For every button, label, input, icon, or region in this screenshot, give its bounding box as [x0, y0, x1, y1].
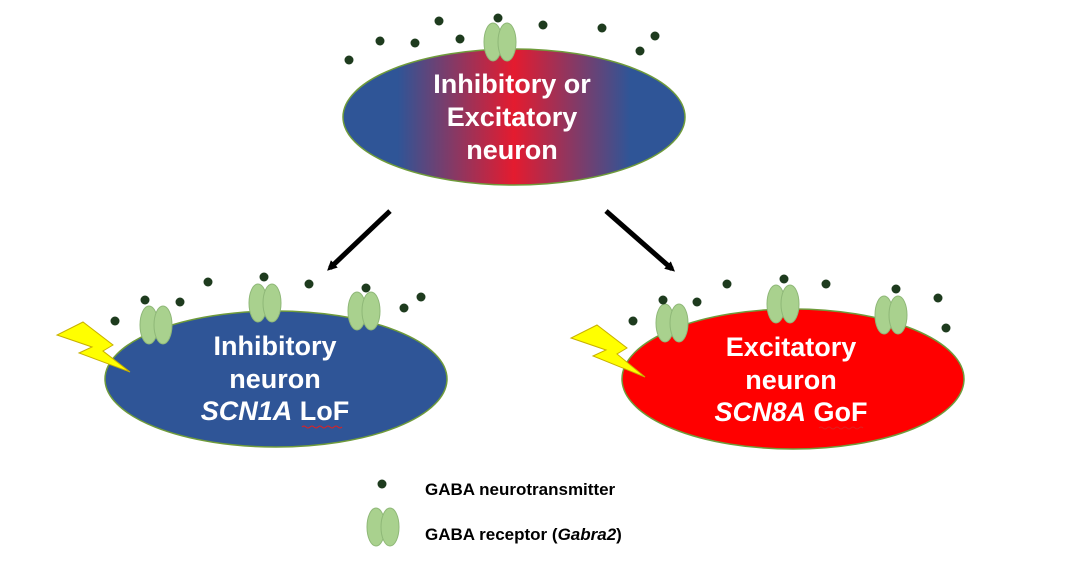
neurotransmitter-dot — [304, 279, 314, 289]
lightning-icon — [569, 324, 646, 378]
neurotransmitter-dot — [375, 36, 385, 46]
neurotransmitter-dot — [941, 323, 951, 333]
neurotransmitter-dot — [722, 279, 732, 289]
neurotransmitter-dot — [635, 46, 645, 56]
neurotransmitter-dot — [933, 293, 943, 303]
neurotransmitter-dot — [344, 55, 354, 65]
neurotransmitter-dot — [259, 272, 269, 282]
inhibitory-neuron: Inhibitory neuron SCN1A LoF — [104, 310, 448, 448]
inhibitory-neuron-label-line-3: SCN1A LoF — [201, 396, 350, 426]
top-neuron-label-line-3: neuron — [466, 135, 558, 165]
top-neuron-label-line-1: Inhibitory or — [433, 69, 591, 99]
neurotransmitter-dot — [434, 16, 444, 26]
top-neuron: Inhibitory or Excitatory neuron — [342, 48, 686, 186]
neurotransmitter-dot — [597, 23, 607, 33]
inhibitory-neuron-label-line-1: Inhibitory — [214, 331, 337, 361]
neurotransmitter-dot — [692, 297, 702, 307]
neurotransmitter-dot — [779, 274, 789, 284]
neurotransmitter-dot — [455, 34, 465, 44]
arrow-to-inhibitory — [327, 209, 392, 271]
neurotransmitter-dot — [891, 284, 901, 294]
neurotransmitter-dot — [110, 316, 120, 326]
neurotransmitter-dot — [416, 292, 426, 302]
right-neurotransmitters — [628, 274, 951, 333]
top-neuron-label-line-2: Excitatory — [447, 102, 578, 132]
legend-receptor-icon — [366, 507, 400, 547]
neurotransmitter-dot — [399, 303, 409, 313]
neurotransmitter-dot — [175, 297, 185, 307]
excitatory-neuron: Excitatory neuron SCN8A GoF — [621, 308, 965, 450]
excitatory-neuron-label-line-3: SCN8A GoF — [714, 397, 867, 427]
top-neurotransmitters — [344, 13, 660, 65]
inhibitory-neuron-label-line-2: neuron — [229, 364, 321, 394]
lightning-icon — [55, 321, 131, 373]
neurotransmitter-dot — [361, 283, 371, 293]
neurotransmitter-dot — [203, 277, 213, 287]
neurotransmitter-dot — [538, 20, 548, 30]
spellcheck-underline — [818, 426, 864, 430]
neurotransmitter-dot — [410, 38, 420, 48]
excitatory-neuron-label-line-1: Excitatory — [726, 332, 857, 362]
legend-neurotransmitter-label: GABA neurotransmitter — [425, 480, 616, 499]
legend-neurotransmitter-icon — [377, 479, 387, 489]
neurotransmitter-dot — [140, 295, 150, 305]
neurotransmitter-dot — [650, 31, 660, 41]
spellcheck-underline — [301, 425, 343, 429]
legend-receptor-label: GABA receptor (Gabra2) — [425, 525, 622, 544]
neurotransmitter-dot — [658, 295, 668, 305]
excitatory-neuron-label-line-2: neuron — [745, 365, 837, 395]
neurotransmitter-dot — [493, 13, 503, 23]
neurotransmitter-dot — [821, 279, 831, 289]
left-neurotransmitters — [110, 272, 426, 326]
neurotransmitter-dot — [628, 316, 638, 326]
legend: GABA neurotransmitter GABA receptor (Gab… — [366, 479, 622, 547]
arrow-to-excitatory — [604, 209, 676, 272]
